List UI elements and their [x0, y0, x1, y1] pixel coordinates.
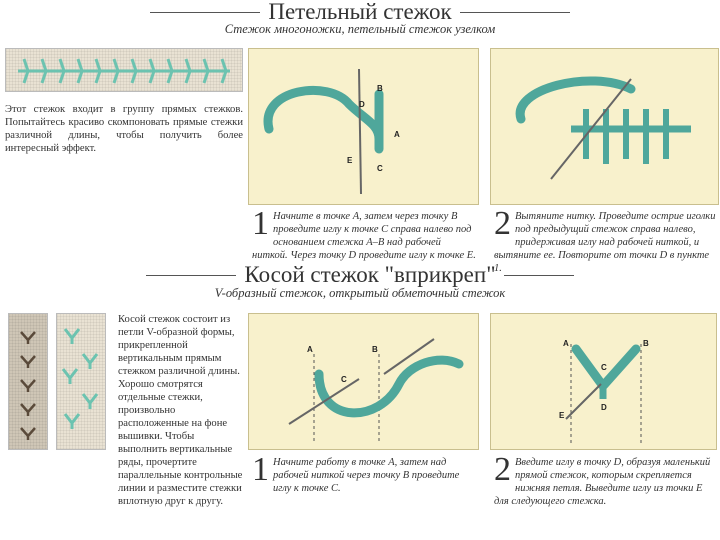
step2-illustration — [490, 48, 719, 205]
section1-title-row: Петельный стежок — [0, 0, 720, 24]
step1-drawing: D B A C E — [263, 68, 400, 195]
stitch-sample-drawing — [18, 58, 230, 84]
step-text: Начните работу в точке A, затем над рабо… — [273, 457, 460, 494]
svg-text:A: A — [563, 339, 569, 348]
divider — [146, 274, 237, 276]
section1-subtitle: Стежок многоножки, петельный стежок узел… — [224, 22, 496, 36]
section2-title-row: Косой стежок "вприкреп" — [0, 262, 720, 288]
svg-text:B: B — [372, 345, 378, 354]
v-stitch-scattered-drawing — [61, 328, 99, 429]
svg-text:C: C — [601, 363, 607, 372]
step2-drawing — [515, 76, 691, 180]
section1-title: Петельный стежок — [268, 0, 452, 24]
divider — [459, 11, 570, 13]
step-text: Начните в точке A, затем через точку B п… — [252, 211, 476, 261]
svg-text:E: E — [559, 411, 565, 420]
svg-text:D: D — [359, 100, 365, 109]
svg-text:A: A — [394, 130, 400, 139]
section1-intro: Этот стежок входит в группу прямых стежк… — [5, 104, 243, 154]
step3-drawing: A B C — [288, 338, 464, 444]
svg-text:B: B — [377, 84, 383, 93]
stitch-sample-scattered — [56, 313, 106, 450]
svg-text:E: E — [347, 156, 353, 165]
svg-text:D: D — [601, 403, 607, 412]
svg-text:B: B — [643, 339, 649, 348]
step-text: Введите иглу в точку D, образуя маленьки… — [494, 457, 711, 507]
stitch-sample-rows — [8, 313, 48, 450]
stitch-sample-image — [5, 48, 243, 92]
section2-intro: Косой стежок состоит из петли V-образной… — [118, 314, 243, 507]
step4-illustration: A B C D E — [490, 313, 717, 450]
section2-step-2: 2 Введите иглу в точку D, образуя малень… — [494, 451, 716, 508]
step-number: 1 — [252, 451, 269, 488]
section2-title: Косой стежок "вприкреп" — [244, 262, 496, 287]
section1-step-2: 2 Вытяните нитку. Проведите острие иголк… — [494, 205, 716, 275]
step3-illustration: A B C — [248, 313, 479, 450]
divider — [503, 274, 574, 276]
svg-text:A: A — [307, 345, 313, 354]
v-stitch-row-drawing — [20, 331, 36, 440]
step1-illustration: D B A C E — [248, 48, 479, 205]
section2-subtitle: V-образный стежок, открытый обметочный с… — [214, 286, 506, 300]
step-text: Вытяните нитку. Проведите острие иголки … — [494, 211, 716, 274]
section1-step-1: 1 Начните в точке A, затем через точку B… — [252, 205, 477, 262]
svg-text:C: C — [341, 375, 347, 384]
section2-step-1: 1 Начните работу в точке A, затем над ра… — [252, 451, 477, 495]
step-number: 1 — [252, 205, 269, 242]
step-number: 2 — [494, 451, 511, 488]
step-number: 2 — [494, 205, 511, 242]
svg-text:C: C — [377, 164, 383, 173]
divider — [150, 11, 261, 13]
step4-drawing: A B C D E — [559, 339, 649, 444]
